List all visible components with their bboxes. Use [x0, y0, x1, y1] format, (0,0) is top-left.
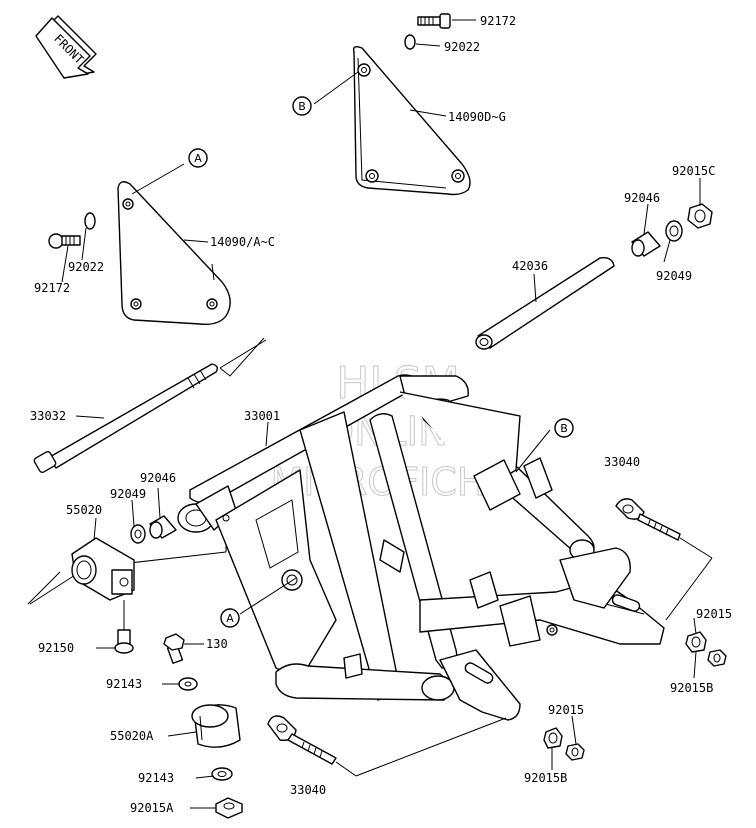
assembly-direction-lines [27, 337, 267, 605]
label-33040-bottom: 33040 [290, 783, 326, 797]
bolt-92172-left [48, 233, 81, 249]
label-42036: 42036 [512, 259, 548, 273]
pivot-block-55020 [71, 537, 135, 601]
callout-b-top: B [292, 96, 312, 116]
pipe-42036 [475, 256, 615, 350]
nut-92015-right [707, 649, 727, 667]
washer-92143-top [178, 677, 198, 691]
nut-92015c [687, 203, 713, 229]
label-14090d: 14090D~G [448, 110, 506, 124]
label-92015b-right: 92015B [670, 681, 713, 695]
callout-b-frame-letter: B [560, 422, 568, 435]
chain-adjuster-33040-right [615, 498, 713, 621]
label-14090a: 14090/A~C [210, 235, 275, 249]
label-92172-left: 92172 [34, 281, 70, 295]
label-92049-left: 92049 [110, 487, 146, 501]
label-92015-bottom: 92015 [548, 703, 584, 717]
washer-92143-bottom [211, 767, 233, 781]
gusset-plate-left [117, 181, 231, 326]
gusset-plate-right [352, 45, 471, 196]
label-92150: 92150 [38, 641, 74, 655]
washer-92049-left [130, 524, 146, 544]
label-92143-bottom: 92143 [138, 771, 174, 785]
front-arrow-icon: FRONT [35, 15, 97, 79]
bolt-130 [163, 633, 185, 664]
swingarm-33001 [177, 374, 665, 721]
bushing-55020a [191, 704, 241, 748]
nut-92015a [215, 797, 243, 819]
nut-92015b-right [685, 631, 707, 653]
label-130: 130 [206, 637, 228, 651]
washer-92049-right [665, 220, 683, 242]
label-92046-right: 92046 [624, 191, 660, 205]
chain-adjuster-33040-bottom [267, 715, 507, 777]
label-33040-right: 33040 [604, 455, 640, 469]
label-33001: 33001 [244, 409, 280, 423]
washer-92022-left [84, 212, 96, 230]
bearing-92046-right [631, 231, 661, 257]
nut-92015-bottom [565, 743, 585, 761]
label-55020a: 55020A [110, 729, 154, 743]
label-33032: 33032 [30, 409, 66, 423]
label-92049-right: 92049 [656, 269, 692, 283]
callout-b-top-letter: B [298, 100, 306, 113]
callout-a-frame: A [220, 608, 240, 628]
callout-b-frame: B [554, 418, 574, 438]
callout-a-frame-letter: A [226, 612, 234, 625]
label-92015b-bottom: 92015B [524, 771, 567, 785]
callout-a-top-letter: A [194, 152, 202, 165]
leader-lines [61, 19, 701, 809]
label-92022-top: 92022 [444, 40, 480, 54]
label-92015c: 92015C [672, 164, 715, 178]
nut-92015b-bottom [543, 727, 563, 749]
label-92022-left: 92022 [68, 260, 104, 274]
label-92172-top: 92172 [480, 14, 516, 28]
label-55020: 55020 [66, 503, 102, 517]
part-labels: 92172 92022 14090D~G 92015C 92046 14090/… [30, 14, 732, 815]
callout-a-top: A [188, 148, 208, 168]
label-92046-left: 92046 [140, 471, 176, 485]
label-92015-right: 92015 [696, 607, 732, 621]
bolt-92150 [114, 629, 134, 654]
bolt-92172-top [417, 13, 451, 29]
pivot-shaft-33032 [33, 363, 219, 474]
bearing-92046-left [149, 515, 177, 539]
washer-92022-top [404, 34, 416, 50]
label-92143-top: 92143 [106, 677, 142, 691]
label-92015a: 92015A [130, 801, 174, 815]
